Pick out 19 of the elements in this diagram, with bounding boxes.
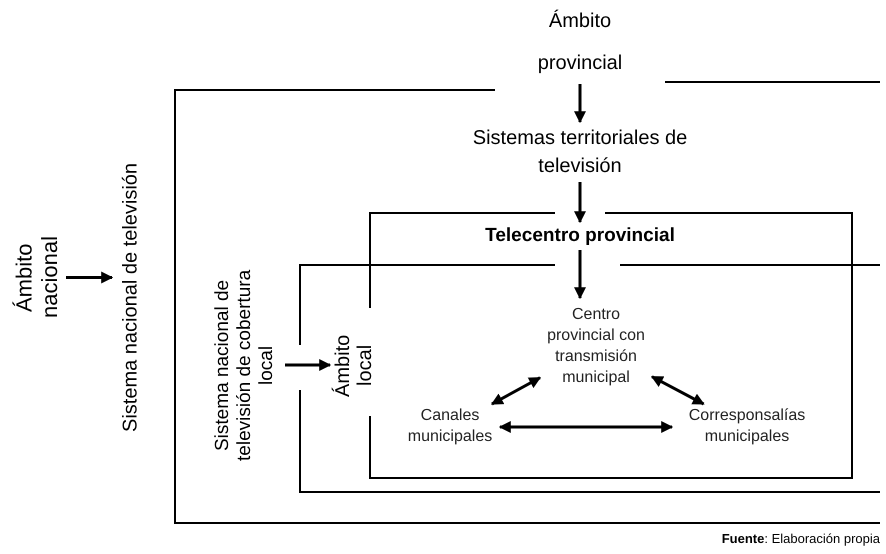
node-label: Canales municipales: [400, 404, 500, 450]
arrow: [574, 84, 586, 124]
source-note: Fuente: Elaboración propia: [722, 531, 880, 546]
arrow: [574, 182, 586, 224]
arrow: [490, 376, 542, 406]
arrow: [285, 359, 332, 371]
node-label: Sistemas territoriales de televisión: [470, 122, 690, 182]
node-label: Sistema nacional de televisión de cobertura local: [205, 250, 285, 480]
node-label: Telecentro provincial: [475, 222, 685, 250]
node-label: Sistema nacional de televisión: [112, 120, 150, 475]
arrow: [498, 421, 674, 433]
node-label: Corresponsalías municipales: [672, 404, 822, 450]
arrow: [66, 272, 114, 284]
arrow: [574, 250, 586, 300]
arrow: [650, 375, 705, 406]
node-label: Ámbito local: [330, 318, 378, 413]
node-label: Ámbito provincial: [505, 0, 655, 84]
node-label: Ámbito nacional: [8, 205, 66, 350]
node-label: Centro provincial con transmisión municipal: [540, 298, 652, 396]
